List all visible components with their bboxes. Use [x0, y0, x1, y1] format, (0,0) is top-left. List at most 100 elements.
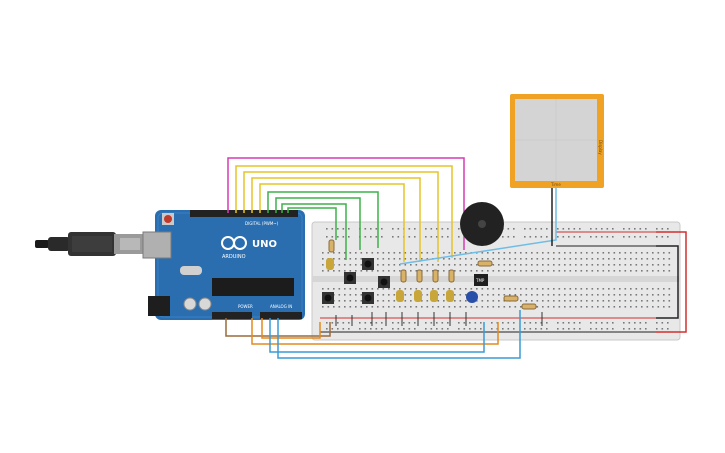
breadboard-hole[interactable]	[364, 228, 367, 230]
breadboard-hole[interactable]	[399, 264, 401, 266]
breadboard-hole[interactable]	[415, 252, 418, 254]
breadboard-hole[interactable]	[441, 236, 444, 238]
breadboard-hole[interactable]	[392, 236, 394, 238]
breadboard-hole[interactable]	[668, 300, 671, 302]
breadboard-hole[interactable]	[575, 252, 577, 254]
breadboard-hole[interactable]	[426, 288, 429, 290]
breadboard-hole[interactable]	[399, 306, 401, 308]
breadboard-hole[interactable]	[668, 288, 671, 290]
breadboard-hole[interactable]	[608, 294, 610, 296]
breadboard-hole[interactable]	[575, 258, 577, 260]
breadboard-hole[interactable]	[573, 236, 576, 238]
breadboard-hole[interactable]	[520, 258, 522, 260]
breadboard-hole[interactable]	[663, 294, 665, 296]
breadboard-hole[interactable]	[628, 328, 631, 330]
breadboard-hole[interactable]	[355, 258, 357, 260]
breadboard-hole[interactable]	[465, 264, 467, 266]
breadboard-hole[interactable]	[558, 270, 561, 272]
breadboard-hole[interactable]	[337, 236, 339, 238]
breadboard-hole[interactable]	[349, 264, 352, 266]
breadboard-hole[interactable]	[536, 300, 539, 302]
breadboard-hole[interactable]	[624, 306, 627, 308]
breadboard-hole[interactable]	[360, 270, 363, 272]
breadboard-hole[interactable]	[397, 322, 400, 324]
breadboard-hole[interactable]	[595, 322, 598, 324]
breadboard-hole[interactable]	[382, 270, 385, 272]
breadboard-hole[interactable]	[421, 258, 423, 260]
breadboard-hole[interactable]	[579, 322, 581, 324]
breadboard-hole[interactable]	[646, 252, 649, 254]
breadboard-hole[interactable]	[575, 264, 577, 266]
breadboard-hole[interactable]	[646, 300, 649, 302]
breadboard-hole[interactable]	[520, 270, 522, 272]
breadboard-hole[interactable]	[437, 264, 440, 266]
breadboard-hole[interactable]	[514, 288, 517, 290]
breadboard-hole[interactable]	[393, 306, 396, 308]
breadboard-hole[interactable]	[360, 294, 363, 296]
breadboard-hole[interactable]	[639, 322, 642, 324]
breadboard-hole[interactable]	[393, 252, 396, 254]
breadboard-hole[interactable]	[569, 258, 572, 260]
breadboard-hole[interactable]	[364, 322, 367, 324]
breadboard-hole[interactable]	[590, 328, 592, 330]
breadboard-hole[interactable]	[454, 288, 456, 290]
breadboard-hole[interactable]	[646, 288, 649, 290]
breadboard-hole[interactable]	[613, 306, 616, 308]
breadboard-hole[interactable]	[586, 258, 588, 260]
breadboard-hole[interactable]	[667, 228, 669, 230]
breadboard-hole[interactable]	[580, 294, 583, 296]
breadboard-hole[interactable]	[546, 228, 548, 230]
breadboard-hole[interactable]	[338, 252, 341, 254]
breadboard-hole[interactable]	[360, 300, 363, 302]
breadboard-hole[interactable]	[487, 252, 489, 254]
breadboard-hole[interactable]	[542, 300, 544, 302]
breadboard-hole[interactable]	[410, 300, 412, 302]
breadboard-hole[interactable]	[415, 264, 418, 266]
breadboard-hole[interactable]	[359, 322, 361, 324]
breadboard-hole[interactable]	[322, 306, 324, 308]
breadboard-hole[interactable]	[338, 264, 341, 266]
breadboard-hole[interactable]	[408, 322, 411, 324]
breadboard-hole[interactable]	[414, 328, 416, 330]
breadboard-hole[interactable]	[349, 288, 352, 290]
breadboard-hole[interactable]	[355, 288, 357, 290]
breadboard-hole[interactable]	[602, 258, 605, 260]
breadboard-hole[interactable]	[476, 306, 478, 308]
breadboard-hole[interactable]	[465, 294, 467, 296]
breadboard-hole[interactable]	[381, 328, 383, 330]
breadboard-hole[interactable]	[491, 328, 493, 330]
breadboard-hole[interactable]	[392, 322, 394, 324]
breadboard-hole[interactable]	[619, 252, 621, 254]
breadboard-hole[interactable]	[480, 322, 482, 324]
breadboard-hole[interactable]	[557, 236, 559, 238]
breadboard-hole[interactable]	[476, 300, 478, 302]
breadboard-hole[interactable]	[448, 252, 451, 254]
breadboard-hole[interactable]	[513, 228, 515, 230]
breadboard-hole[interactable]	[355, 252, 357, 254]
breadboard-hole[interactable]	[507, 322, 510, 324]
breadboard-hole[interactable]	[382, 258, 385, 260]
breadboard-hole[interactable]	[342, 228, 345, 230]
breadboard-hole[interactable]	[509, 258, 511, 260]
breadboard-hole[interactable]	[388, 264, 390, 266]
breadboard-hole[interactable]	[586, 264, 588, 266]
breadboard-hole[interactable]	[564, 306, 566, 308]
breadboard-hole[interactable]	[579, 228, 581, 230]
breadboard-hole[interactable]	[465, 300, 467, 302]
breadboard-hole[interactable]	[535, 322, 537, 324]
breadboard-hole[interactable]	[580, 270, 583, 272]
breadboard-hole[interactable]	[558, 258, 561, 260]
breadboard-hole[interactable]	[370, 228, 372, 230]
breadboard-hole[interactable]	[624, 258, 627, 260]
breadboard-hole[interactable]	[322, 264, 324, 266]
breadboard-hole[interactable]	[377, 288, 379, 290]
breadboard-hole[interactable]	[606, 328, 609, 330]
breadboard-hole[interactable]	[656, 228, 658, 230]
breadboard-hole[interactable]	[443, 264, 445, 266]
breadboard-hole[interactable]	[487, 306, 489, 308]
breadboard-hole[interactable]	[657, 270, 660, 272]
breadboard-hole[interactable]	[597, 252, 599, 254]
breadboard-hole[interactable]	[426, 306, 429, 308]
breadboard-hole[interactable]	[553, 294, 555, 296]
breadboard-hole[interactable]	[630, 306, 632, 308]
